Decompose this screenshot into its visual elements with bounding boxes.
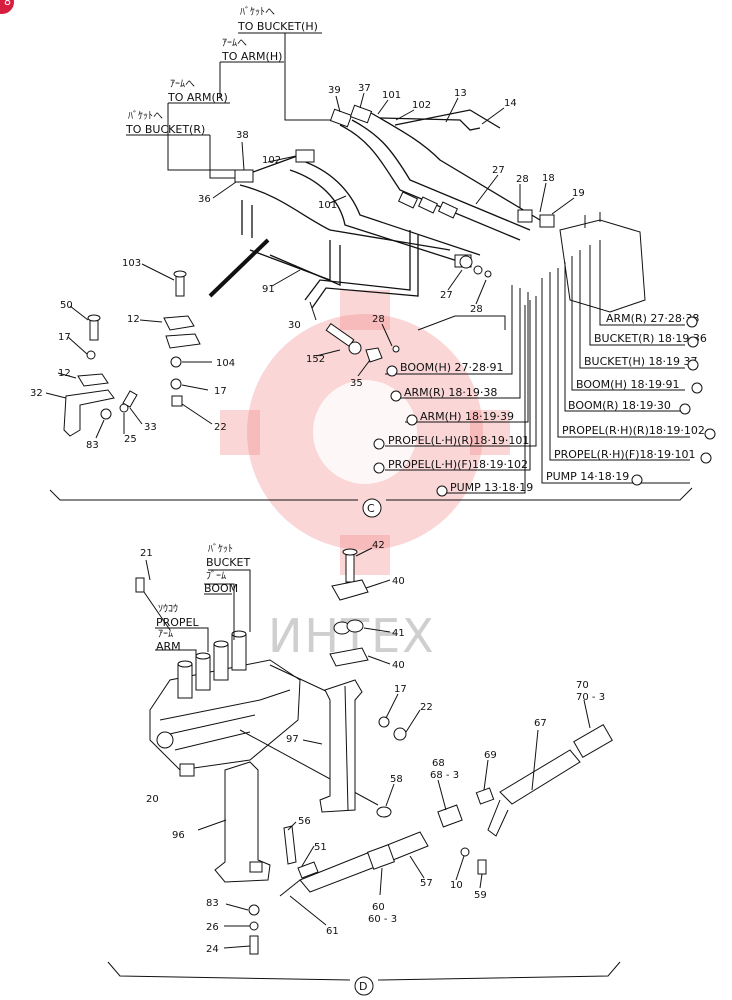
hose-propel-rh-r: PROPEL(R·H)(R)18·19·102 — [562, 424, 705, 437]
callout-57: 57 — [420, 878, 433, 889]
callout-28: 28 — [516, 174, 529, 185]
valve-arm-label: ARM — [156, 640, 181, 653]
valve-bucket-jp-label: ﾊﾞｹｯﾄ — [208, 543, 233, 555]
callout-28-b: 28 — [470, 304, 483, 315]
callout-19: 19 — [572, 188, 585, 199]
to-bucket-h-label: TO BUCKET(H) — [237, 20, 318, 33]
callout-41: 41 — [392, 628, 405, 639]
callout-17-d: 17 — [394, 684, 407, 695]
callout-83-d: 83 — [206, 898, 219, 909]
to-arm-h-label: TO ARM(H) — [221, 50, 282, 63]
callout-13: 13 — [454, 88, 467, 99]
callout-40-b: 40 — [392, 660, 405, 671]
callout-37: 37 — [358, 83, 371, 94]
callout-38: 38 — [236, 130, 249, 141]
callout-42: 42 — [372, 540, 385, 551]
callout-104: 104 — [216, 358, 235, 369]
callout-26: 26 — [206, 922, 219, 933]
callout-101-b: 101 — [318, 200, 337, 211]
callout-17-b: 17 — [214, 386, 227, 397]
callout-30: 30 — [288, 320, 301, 331]
callout-14: 14 — [504, 98, 517, 109]
callout-60-3: 60 - 3 — [368, 914, 397, 925]
hose-pump-right: PUMP 14·18·19 — [546, 470, 629, 483]
valve-propel-label: PROPEL — [156, 616, 200, 629]
hose-arm-r: ARM(R) 27·28·38 — [606, 312, 699, 325]
callout-97: 97 — [286, 734, 299, 745]
to-arm-r-label: TO ARM(R) — [167, 91, 228, 104]
callout-70-3: 70 - 3 — [576, 692, 605, 703]
callout-32: 32 — [30, 388, 43, 399]
callout-28-c: 28 — [372, 314, 385, 325]
valve-bucket-label: BUCKET — [206, 556, 250, 569]
callout-50: 50 — [60, 300, 73, 311]
callout-25: 25 — [124, 434, 137, 445]
callout-70: 70 — [576, 680, 589, 691]
hose-pump-left: PUMP 13·18·19 — [450, 481, 533, 494]
callout-10: 10 — [450, 880, 463, 891]
callout-35: 35 — [350, 378, 363, 389]
callout-102-b: 102 — [262, 155, 281, 166]
hose-propel-lh-r: PROPEL(L·H)(R)18·19·101 — [388, 434, 529, 447]
callout-68: 68 — [432, 758, 445, 769]
hose-propel-rh-f: PROPEL(R·H)(F)18·19·101 — [554, 448, 696, 461]
section-c-marker — [362, 498, 382, 518]
callout-58: 58 — [390, 774, 403, 785]
watermark-gear-icon — [220, 290, 510, 575]
callout-39: 39 — [328, 85, 341, 96]
callout-102: 102 — [412, 100, 431, 111]
callout-20: 20 — [146, 794, 159, 805]
callout-12: 12 — [127, 314, 140, 325]
callout-60: 60 — [372, 902, 385, 913]
bucket-r-jp-label: ﾊﾞｹｯﾄへ — [128, 110, 163, 122]
hose-boom-h-left: BOOM(H) 27·28·91 — [400, 361, 504, 374]
callout-68-3: 68 - 3 — [430, 770, 459, 781]
callout-22: 22 — [214, 422, 227, 433]
hose-boom-r: BOOM(R) 18·19·30 — [568, 399, 671, 412]
valve-boom-jp-label: ﾌﾞｰﾑ — [206, 570, 226, 582]
callout-96: 96 — [172, 830, 185, 841]
callout-91: 91 — [262, 284, 275, 295]
hose-propel-lh-f: PROPEL(L·H)(F)18·19·102 — [388, 458, 528, 471]
section-d-marker — [354, 976, 374, 996]
callout-51: 51 — [314, 842, 327, 853]
valve-propel-jp-label: ｿｳｺｳ — [158, 603, 178, 615]
callout-101: 101 — [382, 90, 401, 101]
section-c-label: C — [367, 502, 375, 515]
callout-56: 56 — [298, 816, 311, 827]
hose-bucket-r: BUCKET(R) 18·19·36 — [594, 332, 707, 345]
hose-boom-h-right: BOOM(H) 18·19·91 — [576, 378, 680, 391]
arm-h-jp-label: ｱｰﾑへ — [222, 38, 247, 49]
callout-27-b: 27 — [440, 290, 453, 301]
callout-22-d: 22 — [420, 702, 433, 713]
callout-40: 40 — [392, 576, 405, 587]
callout-33: 33 — [144, 422, 157, 433]
callout-21: 21 — [140, 548, 153, 559]
callout-18: 18 — [542, 173, 555, 184]
callout-83: 83 — [86, 440, 99, 451]
callout-59: 59 — [474, 890, 487, 901]
callout-103: 103 — [122, 258, 141, 269]
callout-67: 67 — [534, 718, 547, 729]
valve-arm-jp-label: ｱｰﾑ — [158, 629, 173, 640]
callout-69: 69 — [484, 750, 497, 761]
hose-arm-r-left: ARM(R) 18·19·38 — [404, 386, 497, 399]
section-d-label: D — [359, 980, 367, 993]
callout-24: 24 — [206, 944, 219, 955]
valve-boom-label: BOOM — [204, 582, 238, 595]
callout-152: 152 — [306, 354, 325, 365]
callout-27: 27 — [492, 165, 505, 176]
callout-36: 36 — [198, 194, 211, 205]
hose-arm-h: ARM(H) 18·19·39 — [420, 410, 514, 423]
arm-r-jp-label: ｱｰﾑへ — [170, 79, 195, 90]
callout-61: 61 — [326, 926, 339, 937]
to-bucket-r-label: TO BUCKET(R) — [125, 123, 205, 136]
bucket-h-jp-label: ﾊﾞｹｯﾄへ — [240, 6, 275, 18]
callout-17: 17 — [58, 332, 71, 343]
hose-bucket-h: BUCKET(H) 18·19 37 — [584, 355, 698, 368]
callout-12-b: 12 — [58, 368, 71, 379]
